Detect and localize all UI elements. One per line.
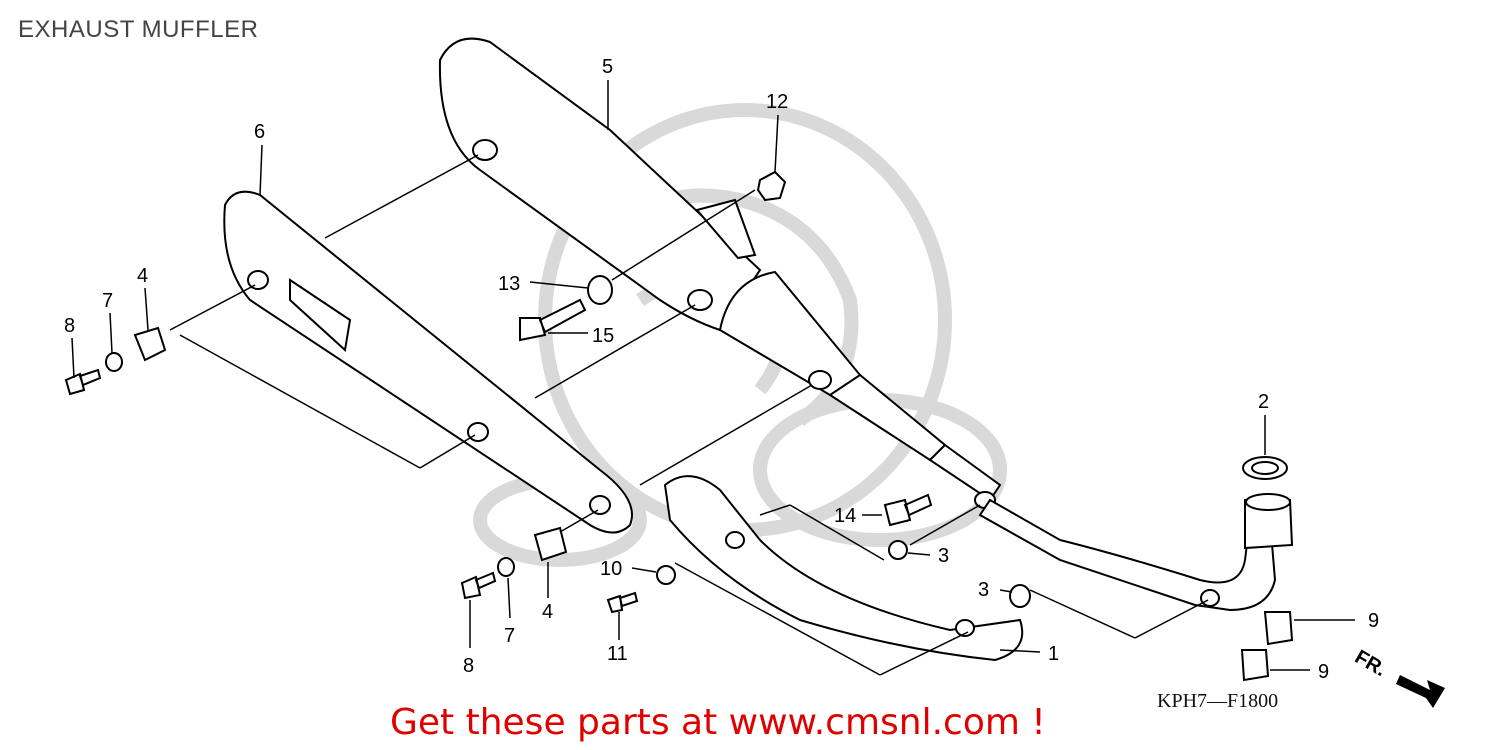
callout-9: 9 [1368, 610, 1379, 632]
collar-part-7a[interactable] [105, 352, 123, 372]
callout-6: 6 [254, 121, 265, 143]
leader-lines [71, 80, 1355, 676]
washer-part-3a[interactable] [888, 540, 908, 560]
exhaust-pipe-part-1[interactable] [663, 475, 1277, 662]
callout-11: 11 [607, 643, 628, 665]
gasket-part-2[interactable] [1242, 456, 1294, 550]
screw-part-11[interactable] [606, 591, 639, 614]
bolt-part-15[interactable] [519, 298, 587, 342]
callout-8: 8 [463, 655, 474, 677]
rubber-part-4a[interactable] [133, 326, 167, 362]
callout-5: 5 [602, 56, 613, 78]
washer-part-10[interactable] [656, 565, 676, 585]
callout-3: 3 [978, 579, 989, 601]
callout-14: 14 [834, 505, 856, 527]
muffler-protector-part-6[interactable] [223, 190, 633, 534]
callout-4: 4 [137, 265, 148, 287]
diagram-code: KPH7—F1800 [1157, 690, 1279, 712]
clip-nut-part-9a[interactable] [1263, 611, 1294, 646]
promo-link[interactable]: Get these parts at www.cmsnl.com ! [390, 702, 1046, 743]
front-direction-arrow-icon [1396, 675, 1445, 708]
callout-3: 3 [938, 545, 949, 567]
callout-9: 9 [1318, 661, 1329, 683]
screw-part-8a[interactable] [64, 368, 102, 396]
callout-7: 7 [504, 625, 515, 647]
clip-nut-part-9b[interactable] [1240, 649, 1270, 682]
callout-2: 2 [1258, 391, 1269, 413]
nut-part-12[interactable] [756, 170, 787, 202]
diagram-title: EXHAUST MUFFLER [18, 16, 259, 43]
callout-labels: 1 2 3 3 4 4 5 6 7 7 8 8 9 9 10 11 12 13 … [64, 56, 1379, 683]
hardware-group [64, 170, 1294, 682]
callout-1: 1 [1048, 643, 1059, 665]
washer-part-13[interactable] [587, 275, 613, 305]
rubber-part-4b[interactable] [533, 526, 568, 562]
collar-part-7b[interactable] [497, 557, 515, 577]
muffler-body-part-5[interactable] [438, 37, 1002, 509]
callout-13: 13 [498, 273, 520, 295]
screw-part-8b[interactable] [460, 571, 497, 600]
callout-10: 10 [600, 558, 622, 580]
callout-8: 8 [64, 315, 75, 337]
bolt-part-14[interactable] [883, 493, 933, 527]
callout-15: 15 [592, 325, 614, 347]
callout-12: 12 [766, 91, 788, 113]
washer-part-3b[interactable] [1009, 584, 1031, 608]
callout-4: 4 [542, 601, 553, 623]
callout-7: 7 [102, 290, 113, 312]
